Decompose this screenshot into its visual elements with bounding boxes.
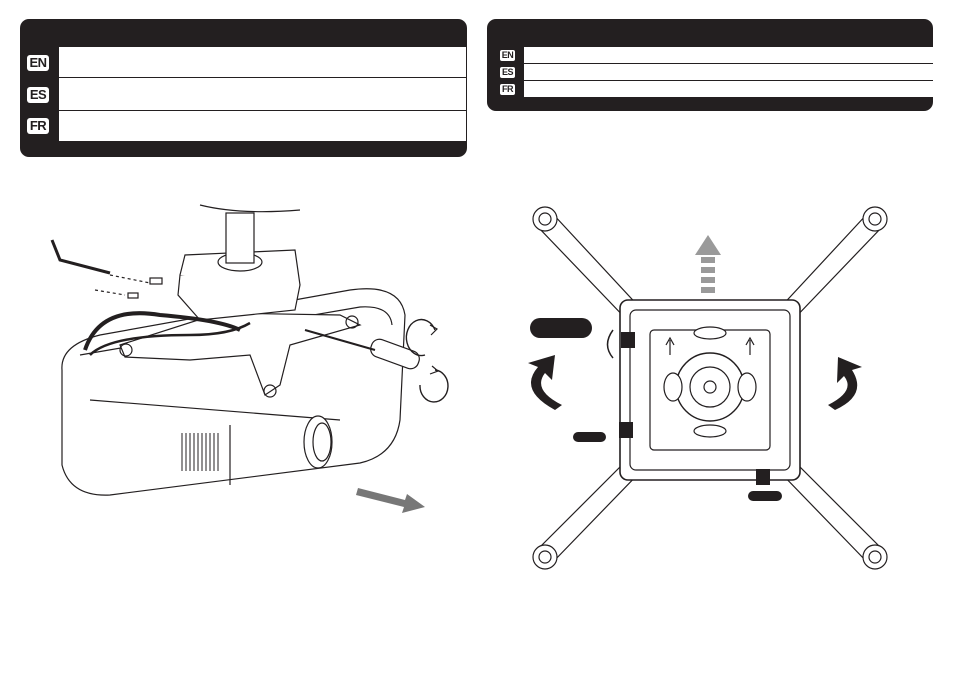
screw-icon xyxy=(127,292,139,299)
rotate-arrow-icon xyxy=(828,357,862,410)
rotate-arrow-icon xyxy=(419,369,449,403)
push-arrow-icon xyxy=(356,488,425,513)
screw-icon xyxy=(149,277,163,285)
badge-en: EN xyxy=(27,55,49,71)
badge-fr: FR xyxy=(27,118,49,134)
badge-es: ES xyxy=(27,87,49,103)
up-arrow-icon xyxy=(665,336,675,355)
clamp-block xyxy=(621,332,635,348)
badge-fr: FR xyxy=(500,84,515,95)
label-pill xyxy=(573,432,606,442)
right-row-fr xyxy=(524,81,933,98)
projector-mount-illustration xyxy=(50,204,449,513)
left-row-fr xyxy=(59,111,466,142)
clamp-block xyxy=(756,469,770,485)
label-pill xyxy=(748,491,782,501)
left-row-es xyxy=(59,78,466,111)
right-instruction-panel: EN ES FR xyxy=(487,19,933,111)
projector-front-line xyxy=(89,399,341,421)
push-arrow-icon xyxy=(695,235,721,293)
right-row-es xyxy=(524,64,933,81)
power-cable xyxy=(83,311,241,351)
projector-vent-grille xyxy=(181,433,219,471)
left-row-en xyxy=(59,47,466,78)
rotate-arrow-icon xyxy=(405,318,436,357)
projector-top-edge xyxy=(79,306,393,356)
label-pill xyxy=(530,318,592,338)
right-row-en xyxy=(524,47,933,64)
clamp-block xyxy=(619,422,633,438)
mount-hub xyxy=(675,352,745,422)
projector-lens-inner xyxy=(312,422,332,462)
left-instruction-panel: EN ES FR xyxy=(20,19,467,157)
badge-en: EN xyxy=(500,50,515,61)
hex-key-icon xyxy=(50,239,111,275)
screwdriver-handle xyxy=(370,338,420,370)
rotate-arrow-icon xyxy=(528,355,562,410)
mount-pole xyxy=(225,212,255,264)
mount-arms xyxy=(119,312,362,396)
badge-es: ES xyxy=(500,67,515,78)
projector-lens xyxy=(303,415,333,469)
mount-bottom-illustration xyxy=(528,206,888,570)
signal-cable xyxy=(89,321,251,356)
up-arrow-icon xyxy=(745,336,755,355)
rotate-arrow-icon xyxy=(606,329,614,359)
